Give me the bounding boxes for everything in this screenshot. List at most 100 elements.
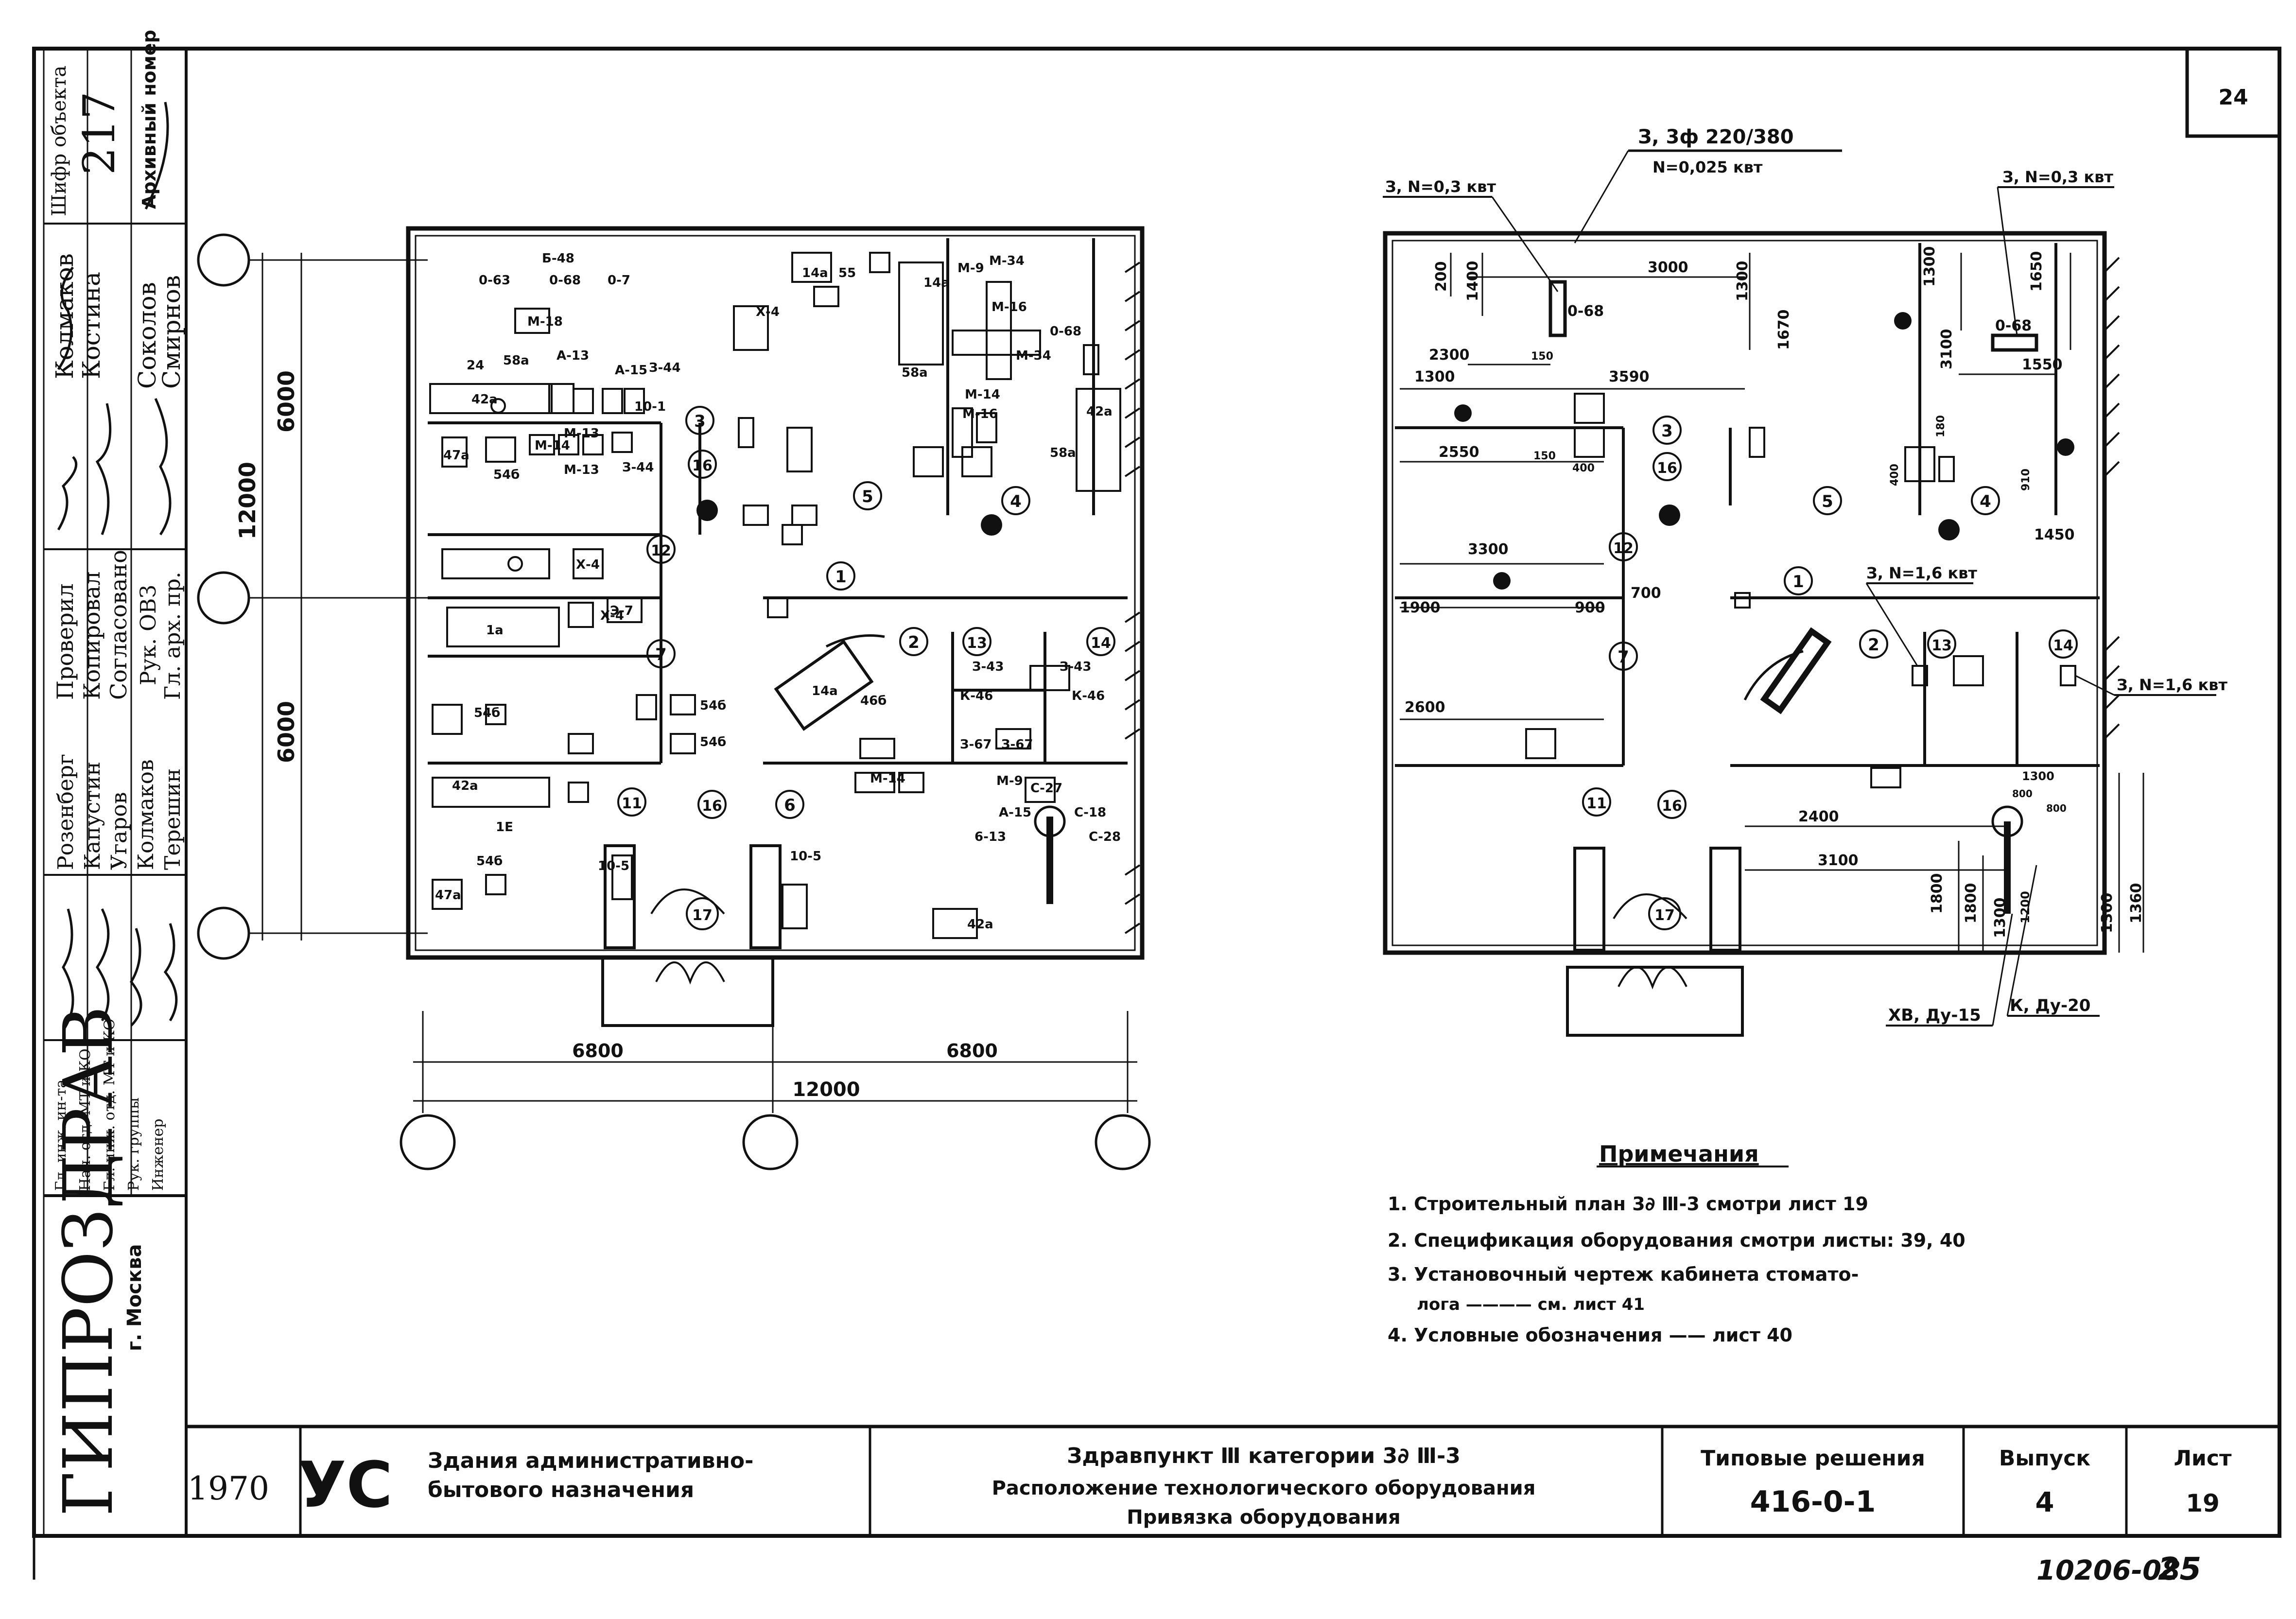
issue-label: Выпуск <box>1999 1446 2090 1471</box>
title-year: 1970 <box>188 1470 269 1507</box>
room-numbers-left: 1 2 3 4 5 6 7 11 12 13 14 16 16 17 <box>617 406 1115 930</box>
svg-text:З, N=0,3 квт: З, N=0,3 квт <box>1385 177 1496 196</box>
staff-4: Колмаков <box>134 759 158 870</box>
sheet-value: 19 <box>2186 1489 2220 1517</box>
svg-text:М-34: М-34 <box>989 254 1025 268</box>
svg-text:6-13: 6-13 <box>974 830 1006 844</box>
svg-text:З, N=0,3 квт: З, N=0,3 квт <box>2002 168 2113 186</box>
svg-text:1450: 1450 <box>2034 526 2075 543</box>
svg-text:С-27: С-27 <box>1030 781 1062 796</box>
svg-text:910: 910 <box>2020 469 2032 491</box>
svg-text:14: 14 <box>2053 637 2073 654</box>
sheet-frame <box>32 47 2281 1538</box>
svg-text:46б: 46б <box>860 694 887 708</box>
axis-bubble <box>197 906 250 960</box>
org-name: ГИПРОЗДРАВ <box>49 1006 128 1516</box>
archive-label: Архивный номер <box>139 30 160 209</box>
svg-text:1300: 1300 <box>1992 898 2009 939</box>
dim-6800-left: 6800 <box>572 1040 624 1062</box>
title-line2: Расположение технологического оборудован… <box>992 1477 1536 1499</box>
svg-text:0-7: 0-7 <box>608 273 630 288</box>
series-value: 416-0-1 <box>1750 1485 1876 1519</box>
svg-text:2600: 2600 <box>1405 699 1445 716</box>
svg-text:58а: 58а <box>1050 446 1076 460</box>
svg-text:24: 24 <box>467 358 484 373</box>
svg-text:1670: 1670 <box>1775 310 1792 350</box>
svg-text:М-34: М-34 <box>1016 348 1051 363</box>
role-1: Гл. инж. ин-та <box>52 1079 70 1191</box>
room-numbers-right: 1 2 3 4 5 7 11 12 13 14 16 16 17 <box>1582 416 2078 930</box>
building-outline-right <box>1383 231 2107 955</box>
dim-6000-bottom: 6000 <box>273 701 299 763</box>
svg-text:54б: 54б <box>476 854 503 869</box>
person-2: Костина <box>77 272 105 379</box>
svg-text:54б: 54б <box>474 706 500 720</box>
svg-text:55: 55 <box>838 266 856 280</box>
svg-text:1а: 1а <box>486 623 504 638</box>
left-strip: Шифр объекта 217 Архивный номер Колмаков… <box>43 30 188 1536</box>
svg-text:З-43: З-43 <box>1060 660 1091 674</box>
svg-text:4: 4 <box>1010 492 1022 511</box>
svg-text:400: 400 <box>1889 464 1901 486</box>
svg-text:З, N=1,6 квт: З, N=1,6 квт <box>2117 676 2227 694</box>
svg-text:N=0,025 квт: N=0,025 квт <box>1652 158 1763 176</box>
left-floor-plan: 12000 6000 6000 <box>197 226 1151 1170</box>
svg-text:М-9: М-9 <box>957 261 984 276</box>
svg-text:1650: 1650 <box>2028 251 2045 292</box>
svg-text:0-68: 0-68 <box>549 273 581 288</box>
axis-bubble <box>400 1114 456 1170</box>
dim-12000-vertical: 12000 <box>234 462 261 540</box>
svg-text:2300: 2300 <box>1429 347 1470 364</box>
svg-text:13: 13 <box>1931 637 1952 654</box>
svg-text:1Е: 1Е <box>496 820 513 835</box>
title-category-line1: Здания административно- <box>428 1448 753 1473</box>
svg-text:З-67: З-67 <box>1001 737 1033 752</box>
svg-text:1300: 1300 <box>1734 261 1751 302</box>
svg-text:З-44: З-44 <box>649 361 680 375</box>
dental-chair-left <box>774 640 874 731</box>
equipment-shapes <box>429 252 1121 939</box>
approval-head: Рук. ОВЗ <box>136 585 161 685</box>
svg-text:1550: 1550 <box>2022 356 2063 373</box>
svg-text:42а: 42а <box>967 917 993 932</box>
person-3: Соколов <box>133 282 161 389</box>
svg-text:0-68: 0-68 <box>1050 324 1081 339</box>
svg-text:4: 4 <box>1980 492 1991 511</box>
svg-text:З-44: З-44 <box>622 460 654 475</box>
dimension-labels-right: 200 1400 3000 1300 1300 1650 0-68 2300 1… <box>1400 246 2145 939</box>
svg-text:10-1: 10-1 <box>634 400 666 414</box>
svg-text:3300: 3300 <box>1468 541 1509 558</box>
note-2: 2. Спецификация оборудования смотри лист… <box>1388 1230 1966 1251</box>
approval-copied: Копировал <box>79 572 105 700</box>
staff-2: Капустин <box>80 762 105 870</box>
svg-text:800: 800 <box>2046 802 2067 814</box>
svg-text:М-16: М-16 <box>991 300 1027 314</box>
svg-text:1: 1 <box>1792 572 1804 592</box>
svg-text:1400: 1400 <box>1464 261 1481 302</box>
person-4: Смирнов <box>157 275 186 389</box>
title-category-line2: бытового назначения <box>428 1478 694 1502</box>
svg-text:47а: 47а <box>443 448 470 463</box>
svg-text:16: 16 <box>1657 460 1677 477</box>
axis-bubble <box>197 233 250 287</box>
svg-text:1300: 1300 <box>2022 769 2054 783</box>
corner-box <box>2185 47 2281 138</box>
svg-text:М-16: М-16 <box>962 407 998 421</box>
svg-text:Х-4: Х-4 <box>756 305 780 319</box>
org-city: г. Москва <box>123 1244 146 1351</box>
svg-text:З, 3ф 220/380: З, 3ф 220/380 <box>1638 126 1794 148</box>
signature-scribbles <box>57 102 178 1031</box>
svg-text:47а: 47а <box>435 888 461 903</box>
staff-5: Терешин <box>160 768 185 870</box>
staff-1: Розенберг <box>53 754 78 870</box>
svg-text:С-18: С-18 <box>1074 805 1106 820</box>
title-line3: Привязка оборудования <box>1127 1506 1400 1529</box>
svg-text:11: 11 <box>1586 795 1607 812</box>
note-3: 3. Установочный чертеж кабинета стомато- <box>1388 1264 1859 1285</box>
object-code-label: Шифр объекта <box>48 66 70 216</box>
svg-text:2: 2 <box>908 633 920 652</box>
svg-text:42а: 42а <box>471 392 498 407</box>
svg-text:17: 17 <box>1654 907 1675 924</box>
svg-text:16: 16 <box>692 457 713 474</box>
bottom-page-number: 25 <box>2158 1551 2201 1587</box>
